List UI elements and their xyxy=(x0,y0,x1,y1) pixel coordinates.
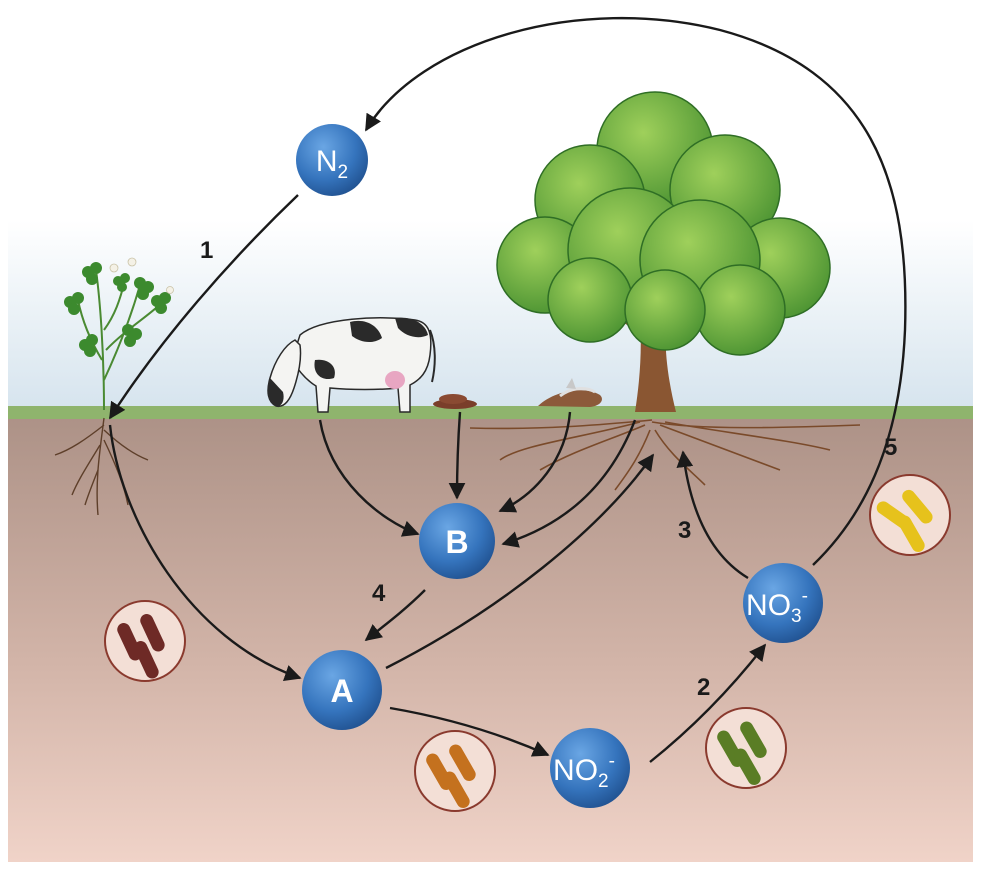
node-n2-sub: 2 xyxy=(338,162,349,183)
step-label-1: 1 xyxy=(200,237,213,264)
node-no3: NO3- xyxy=(743,563,823,643)
step-label-5: 5 xyxy=(884,434,897,461)
svg-text:NO2-: NO2- xyxy=(553,751,615,792)
dead-bird-icon xyxy=(538,378,602,407)
arrow-no3-to-n2 xyxy=(364,16,907,566)
arrow-plant-to-a xyxy=(108,424,302,681)
node-a-label: A xyxy=(330,673,353,709)
arrow-tree-to-b xyxy=(501,419,637,548)
node-no2-main: NO xyxy=(553,754,598,787)
grass-strip xyxy=(8,406,973,419)
node-no2-sup: - xyxy=(609,751,615,772)
arrow-no2-to-no3 xyxy=(649,643,767,763)
bacteria-icon xyxy=(414,730,496,812)
bacteria-icon xyxy=(104,600,186,682)
node-n2: N2 xyxy=(296,124,368,196)
arrow-cow-to-b xyxy=(318,419,420,537)
flow-arrows xyxy=(108,16,907,763)
bacteria-icon xyxy=(705,707,787,789)
node-b: B xyxy=(419,503,495,579)
svg-text:NO3-: NO3- xyxy=(746,586,808,627)
arrow-no3-to-tree xyxy=(676,450,749,580)
arrow-manure-to-b xyxy=(448,411,466,500)
node-no3-main: NO xyxy=(746,589,791,622)
node-no2-sub: 2 xyxy=(598,771,609,792)
arrow-b-to-a xyxy=(364,589,426,642)
node-no3-sup: - xyxy=(802,586,808,607)
manure-icon xyxy=(433,394,477,409)
node-no2: NO2- xyxy=(550,728,630,808)
node-b-label: B xyxy=(445,524,468,560)
arrow-a-to-tree xyxy=(385,453,654,670)
node-n2-main: N xyxy=(316,145,338,178)
arrow-n2-to-plant xyxy=(108,194,299,420)
step-label-2: 2 xyxy=(697,674,710,701)
cow-icon xyxy=(267,317,436,413)
arrow-a-to-no2 xyxy=(389,706,550,757)
node-a: A xyxy=(302,650,382,730)
step-label-3: 3 xyxy=(678,517,691,544)
svg-text:N2: N2 xyxy=(316,145,348,183)
step-label-4: 4 xyxy=(372,580,386,607)
sky xyxy=(8,220,973,410)
node-no3-sub: 3 xyxy=(791,606,802,627)
tree-icon xyxy=(469,91,861,491)
clover-plant-icon xyxy=(54,257,174,516)
arrow-bird-to-b xyxy=(498,411,572,513)
bacteria-icon xyxy=(869,474,951,556)
